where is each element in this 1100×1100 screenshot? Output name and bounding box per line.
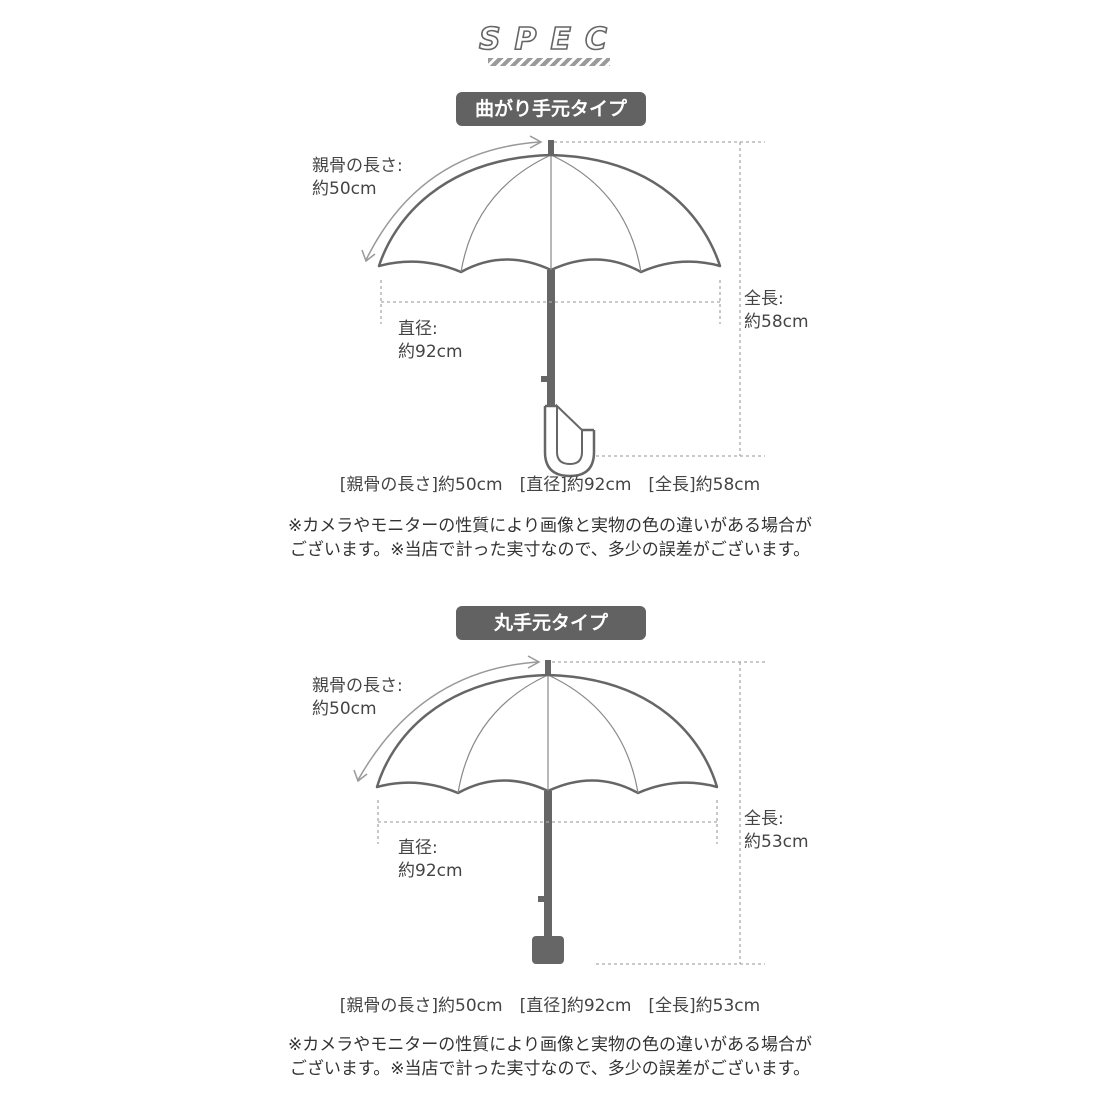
canopy-rib-right — [547, 674, 639, 794]
hook-handle — [543, 406, 596, 478]
canopy-rib-left — [460, 154, 552, 273]
rib-arrow-head-bottom — [353, 769, 368, 783]
disclaimer-note: ※カメラやモニターの性質により画像と実物の色の違いがある場合が ございます。※当… — [0, 514, 1100, 562]
rib-arrow-head-top — [529, 135, 543, 149]
type-badge-round-handle: 丸手元タイプ — [456, 606, 646, 640]
rib-length-label: 親骨の長さ: 約50cm — [312, 676, 403, 719]
round-handle — [532, 936, 564, 964]
runner-button — [538, 896, 544, 902]
umbrella-tip — [548, 140, 554, 156]
umbrella-tip — [545, 660, 551, 676]
disclaimer-line: ございます。※当店で計った実寸なので、多少の誤差がございます。 — [289, 540, 811, 560]
umbrella-shaft — [544, 791, 552, 937]
disclaimer-note: ※カメラやモニターの性質により画像と実物の色の違いがある場合が ございます。※当… — [0, 1033, 1100, 1081]
disclaimer-line: ※カメラやモニターの性質により画像と実物の色の違いがある場合が — [288, 516, 812, 536]
disclaimer-line: ございます。※当店で計った実寸なので、多少の誤差がございます。 — [289, 1059, 811, 1079]
rib-length-label: 親骨の長さ: 約50cm — [312, 156, 403, 199]
umbrella-shaft — [547, 270, 555, 406]
diameter-label: 直径: 約92cm — [398, 319, 463, 362]
spec-underline-stripe — [488, 58, 610, 66]
spec-title: SPEC — [478, 21, 622, 58]
type-badge-curved-handle: 曲がり手元タイプ — [456, 92, 646, 126]
umbrella-diagram-round-handle — [353, 655, 765, 965]
total-length-label: 全長: 約58cm — [744, 289, 809, 332]
diameter-label: 直径: 約92cm — [398, 838, 463, 881]
rib-length-arrow — [365, 141, 541, 261]
spec-summary: [親骨の長さ]約50cm [直径]約92cm [全長]約58cm — [339, 475, 761, 495]
umbrella-canopy — [377, 153, 722, 274]
rib-arrow-head-top — [527, 655, 541, 669]
umbrella-canopy — [375, 673, 719, 795]
rib-arrow-head-bottom — [361, 249, 376, 263]
umbrella-diagram-curved-handle — [361, 135, 765, 478]
runner-button — [541, 376, 547, 382]
canopy-rib-right — [550, 154, 642, 273]
canopy-rib-left — [457, 674, 549, 794]
rib-length-arrow — [357, 661, 539, 781]
disclaimer-line: ※カメラやモニターの性質により画像と実物の色の違いがある場合が — [288, 1035, 812, 1055]
total-length-label: 全長: 約53cm — [744, 809, 809, 852]
hook-handle-inner — [556, 403, 583, 466]
spec-summary: [親骨の長さ]約50cm [直径]約92cm [全長]約53cm — [339, 996, 761, 1016]
